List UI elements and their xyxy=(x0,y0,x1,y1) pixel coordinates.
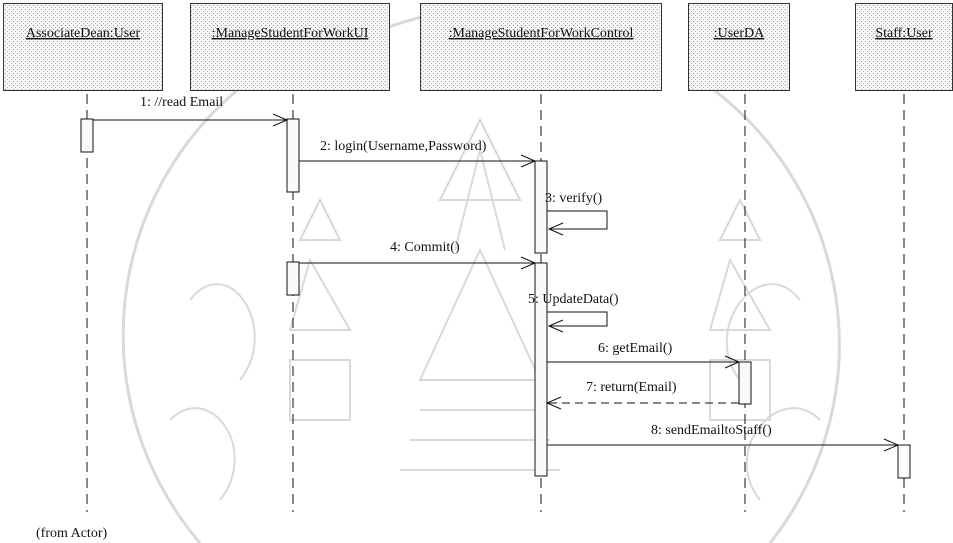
activation-ui-2 xyxy=(286,261,300,296)
lifeline-head-staff: Staff:User xyxy=(855,3,953,91)
message-2-label: 2: login(Username,Password) xyxy=(320,139,487,154)
message-3-label: 3: verify() xyxy=(545,191,602,206)
activation-dean xyxy=(80,118,94,153)
message-6-getemail: 6: getEmail() xyxy=(547,341,741,369)
activation-control-2 xyxy=(534,262,548,477)
message-1-label: 1: //read Email xyxy=(140,95,223,110)
lifeline-label-da: :UserDA xyxy=(714,26,765,41)
message-3-verify: 3: verify() xyxy=(545,191,608,236)
message-1-read-email: 1: //read Email xyxy=(93,95,289,127)
footnote-from-actor: (from Actor) xyxy=(36,526,107,541)
lifeline-head-dean: AssociateDean:User xyxy=(3,3,163,91)
lifeline-label-ui: :ManageStudentForWorkUI xyxy=(212,26,369,41)
lifeline-head-ui: :ManageStudentForWorkUI xyxy=(190,3,390,91)
message-7-label: 7: return(Email) xyxy=(586,380,677,395)
message-8-sendemailtostaff: 8: sendEmailtoStaff() xyxy=(547,423,900,452)
lifeline-label-ctrl: :ManageStudentForWorkControl xyxy=(449,26,634,41)
message-2-login-username-password: 2: login(Username,Password) xyxy=(299,139,537,168)
activation-control-1 xyxy=(534,160,548,254)
lifeline-head-ctrl: :ManageStudentForWorkControl xyxy=(420,3,662,91)
lifeline-label-dean: AssociateDean:User xyxy=(26,26,141,41)
message-5-label: 5: UpdateData() xyxy=(528,292,619,307)
university-seal-watermark xyxy=(121,9,841,543)
message-5-updatedata: 5: UpdateData() xyxy=(528,292,619,333)
message-3-arrow xyxy=(547,210,608,230)
message-7-return-email: 7: return(Email) xyxy=(545,380,739,410)
activation-userda xyxy=(738,361,752,405)
lifeline-head-da: :UserDA xyxy=(688,3,790,91)
message-6-label: 6: getEmail() xyxy=(598,341,673,356)
activation-ui-1 xyxy=(286,118,300,193)
activation-staff xyxy=(897,444,911,479)
message-4-commit: 4: Commit() xyxy=(299,240,537,270)
message-4-label: 4: Commit() xyxy=(390,240,460,255)
message-5-arrow xyxy=(547,311,608,327)
lifeline-label-staff: Staff:User xyxy=(875,26,933,41)
message-8-label: 8: sendEmailtoStaff() xyxy=(651,423,772,438)
